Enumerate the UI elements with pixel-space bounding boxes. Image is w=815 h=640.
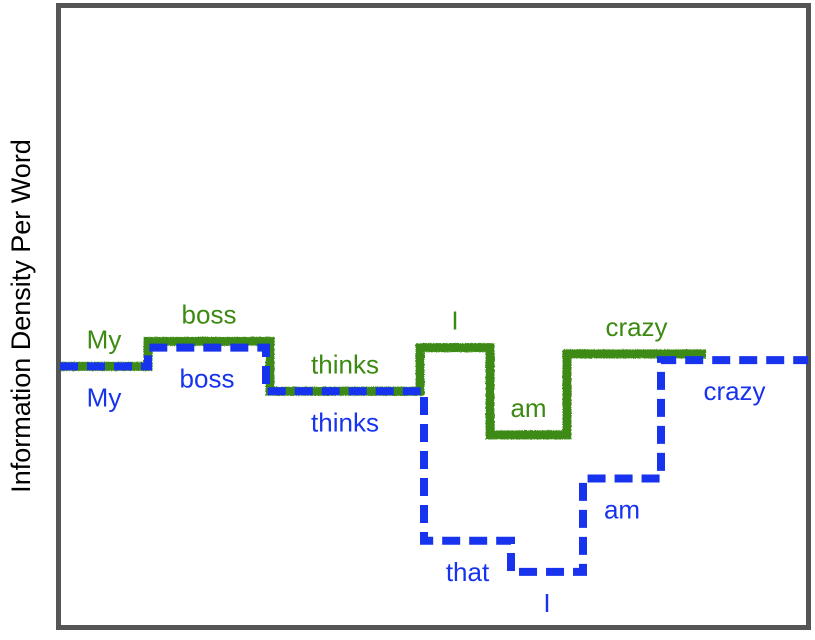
series-2-word-label: am xyxy=(604,494,640,524)
series-1-line xyxy=(60,336,706,440)
series-2-word-label: boss xyxy=(180,364,235,394)
y-axis-label: Information Density Per Word xyxy=(6,139,36,493)
series-2-word-label: that xyxy=(446,557,490,587)
series-layer xyxy=(60,336,808,576)
series-1-word-label: I xyxy=(451,306,458,336)
series-1-word-label: boss xyxy=(182,299,237,329)
series-2-word-label: My xyxy=(87,382,122,412)
series-1-word-label: thinks xyxy=(311,349,379,379)
series-2-line xyxy=(60,343,808,576)
word-label-layer: MybossthinksIamcrazyMybossthinksthatIamc… xyxy=(87,299,766,618)
series-2-word-label: crazy xyxy=(703,376,765,406)
series-1-word-label: My xyxy=(87,324,122,354)
series-2-word-label: thinks xyxy=(311,407,379,437)
series-2-word-label: I xyxy=(543,588,550,618)
series-1-word-label: crazy xyxy=(605,312,667,342)
series-1-word-label: am xyxy=(510,393,546,423)
plot-frame xyxy=(56,3,811,630)
